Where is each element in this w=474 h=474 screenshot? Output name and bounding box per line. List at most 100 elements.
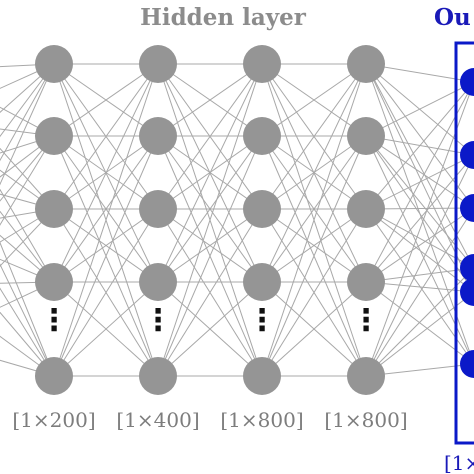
hidden-neuron <box>347 117 385 155</box>
output-connection <box>365 135 474 209</box>
output-neuron <box>460 194 474 222</box>
input-connection <box>0 281 55 284</box>
hidden-connection <box>157 135 263 377</box>
input-connection <box>0 193 55 210</box>
ellipsis-marker: ⋮ <box>247 303 277 338</box>
input-connection <box>0 311 55 377</box>
hidden-neuron <box>139 117 177 155</box>
layer-size-label: [1×800] <box>220 408 303 432</box>
output-neuron <box>460 141 474 169</box>
hidden-layer-1: ⋮ <box>35 45 73 395</box>
input-connection <box>0 106 55 137</box>
hidden-layer-title: Hidden layer <box>140 4 307 31</box>
input-connection <box>0 241 55 377</box>
connections <box>0 63 474 377</box>
hidden-neuron <box>35 190 73 228</box>
hidden-connection <box>261 63 367 137</box>
output-connection <box>365 291 474 377</box>
hidden-neuron <box>243 45 281 83</box>
hidden-connection <box>261 63 367 283</box>
input-connection <box>0 147 55 210</box>
hidden-connection <box>261 208 367 283</box>
hidden-neuron <box>35 357 73 395</box>
output-connection <box>365 154 474 377</box>
hidden-connection <box>157 135 263 283</box>
hidden-neuron <box>139 263 177 301</box>
hidden-connection <box>53 63 159 377</box>
input-connection <box>0 281 55 308</box>
hidden-neuron <box>139 190 177 228</box>
input-connection <box>0 63 55 114</box>
hidden-connection <box>53 63 159 137</box>
hidden-neuron <box>139 357 177 395</box>
hidden-layer-3: ⋮ <box>243 45 281 395</box>
input-connection <box>0 188 55 283</box>
input-connection <box>0 287 55 377</box>
input-connection <box>0 63 55 162</box>
hidden-connection <box>261 281 367 377</box>
hidden-neuron <box>243 190 281 228</box>
hidden-connection <box>157 208 263 377</box>
input-connection <box>0 234 55 283</box>
output-layer-box <box>454 41 474 445</box>
hidden-neuron <box>243 117 281 155</box>
hidden-neuron <box>35 263 73 301</box>
output-layer-title: Ou <box>434 4 471 31</box>
input-connection <box>0 135 55 154</box>
input-connection <box>0 63 55 186</box>
hidden-connection <box>157 63 263 377</box>
input-connection <box>0 135 55 226</box>
hidden-neuron <box>347 263 385 301</box>
output-layer-size: [1× <box>444 451 474 474</box>
hidden-connection <box>261 208 367 377</box>
output-connection <box>365 81 474 283</box>
hidden-connection <box>53 63 159 210</box>
ellipsis-marker: ⋮ <box>351 303 381 338</box>
hidden-layer-4: ⋮ <box>347 45 385 395</box>
hidden-neuron <box>243 357 281 395</box>
hidden-connection <box>157 63 263 137</box>
neurons: ⋮ ⋮ ⋮ ⋮ <box>35 41 474 445</box>
hidden-layer-2: ⋮ <box>139 45 177 395</box>
layer-size-label: [1×400] <box>116 408 199 432</box>
input-connection <box>0 135 55 202</box>
hidden-neuron <box>35 45 73 83</box>
input-connection <box>0 135 55 178</box>
hidden-connection <box>261 135 367 283</box>
hidden-connection <box>53 281 159 377</box>
hidden-connection <box>53 208 159 377</box>
output-neuron <box>460 254 474 282</box>
output-neuron <box>460 350 474 378</box>
hidden-connection <box>53 208 159 283</box>
layer-size-label: [1×200] <box>12 408 95 432</box>
output-neuron <box>460 68 474 96</box>
ellipsis-marker: ⋮ <box>143 303 173 338</box>
hidden-connection <box>53 63 159 283</box>
input-connection <box>0 208 55 267</box>
hidden-connection <box>157 63 263 283</box>
hidden-connection <box>53 135 159 283</box>
output-connection <box>365 63 474 293</box>
output-connection <box>365 207 474 377</box>
output-layer <box>454 41 474 445</box>
input-connection <box>0 128 55 137</box>
hidden-connection <box>157 281 263 377</box>
input-connection <box>0 63 55 68</box>
hidden-connection <box>53 135 159 377</box>
hidden-neuron <box>35 117 73 155</box>
input-connection <box>0 210 55 283</box>
input-connection <box>0 63 55 138</box>
hidden-neuron <box>347 190 385 228</box>
input-connection <box>0 258 55 283</box>
ellipsis-marker: ⋮ <box>39 303 69 338</box>
input-connection <box>0 359 55 377</box>
labels: Hidden layer Ou [1× [1×200] [1×400] [1×800… <box>12 4 474 474</box>
hidden-connection <box>261 135 367 377</box>
input-connection <box>0 208 55 243</box>
hidden-connection <box>157 208 263 283</box>
input-connection <box>0 208 55 219</box>
input-connection <box>0 335 55 377</box>
hidden-neuron <box>347 357 385 395</box>
